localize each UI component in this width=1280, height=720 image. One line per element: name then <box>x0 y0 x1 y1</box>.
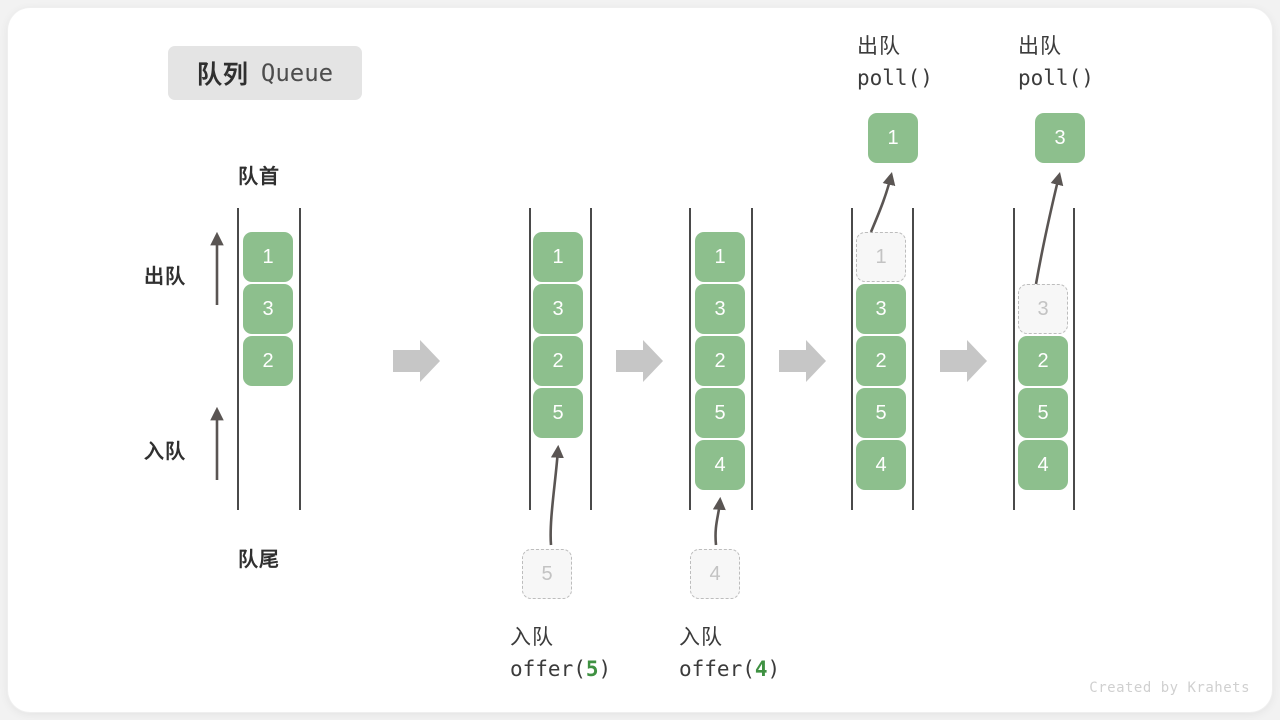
diagram-title-en: Queue <box>260 59 334 87</box>
queue-element: 2 <box>856 336 906 386</box>
queue-element: 1 <box>533 232 583 282</box>
queue-rail-right-col2 <box>590 208 592 510</box>
op-label-cn-col5: 出队 <box>1018 35 1062 58</box>
op-label-code-col4: poll() <box>857 66 933 90</box>
queue-element-new: 5 <box>533 388 583 438</box>
op-code-prefix: offer( <box>510 657 586 681</box>
queue-rail-left-col1 <box>237 208 239 510</box>
queue-rail-left-col2 <box>529 208 531 510</box>
op-label-cn-col4: 出队 <box>857 35 901 58</box>
queue-rail-right-col5 <box>1073 208 1075 510</box>
queue-rail-left-col4 <box>851 208 853 510</box>
queue-element-removed: 1 <box>856 232 906 282</box>
op-code-value: 4 <box>754 657 768 681</box>
op-label-code-col5: poll() <box>1018 66 1094 90</box>
op-label-code-col2: offer(5) <box>510 657 611 681</box>
op-code-suffix: ) <box>767 657 781 681</box>
queue-rail-right-col3 <box>751 208 753 510</box>
queue-element: 4 <box>856 440 906 490</box>
op-label-code-col3: offer(4) <box>679 657 780 681</box>
queue-element: 3 <box>243 284 293 334</box>
incoming-element-ghost: 4 <box>690 549 740 599</box>
op-code-value: 5 <box>585 657 599 681</box>
op-label-cn-col2: 入队 <box>510 626 554 649</box>
queue-element: 5 <box>1018 388 1068 438</box>
queue-rail-left-col3 <box>689 208 691 510</box>
queue-element: 3 <box>695 284 745 334</box>
op-label-cn-col3: 入队 <box>679 626 723 649</box>
queue-element: 1 <box>695 232 745 282</box>
queue-element: 2 <box>695 336 745 386</box>
queue-element-new: 4 <box>695 440 745 490</box>
popped-element: 1 <box>868 113 918 163</box>
queue-element: 2 <box>243 336 293 386</box>
queue-element: 2 <box>533 336 583 386</box>
queue-element: 5 <box>856 388 906 438</box>
diagram-title-cn: 队列 <box>196 61 249 89</box>
op-code-prefix: offer( <box>679 657 755 681</box>
popped-element: 3 <box>1035 113 1085 163</box>
diagram-title-chip: 队列 Queue <box>168 46 362 100</box>
queue-element: 5 <box>695 388 745 438</box>
queue-element: 3 <box>533 284 583 334</box>
queue-rail-right-col4 <box>912 208 914 510</box>
queue-element: 3 <box>856 284 906 334</box>
queue-rail-left-col5 <box>1013 208 1015 510</box>
queue-front-label: 队首 <box>238 166 280 188</box>
queue-element: 1 <box>243 232 293 282</box>
queue-rear-label: 队尾 <box>238 549 280 571</box>
diagram-card <box>8 8 1272 712</box>
op-code-suffix: ) <box>598 657 612 681</box>
queue-rail-right-col1 <box>299 208 301 510</box>
enqueue-direction-label: 入队 <box>144 441 186 463</box>
watermark: Created by Krahets <box>1089 680 1250 696</box>
queue-element: 4 <box>1018 440 1068 490</box>
incoming-element-ghost: 5 <box>522 549 572 599</box>
queue-element-removed: 3 <box>1018 284 1068 334</box>
queue-element: 2 <box>1018 336 1068 386</box>
dequeue-direction-label: 出队 <box>144 266 186 288</box>
